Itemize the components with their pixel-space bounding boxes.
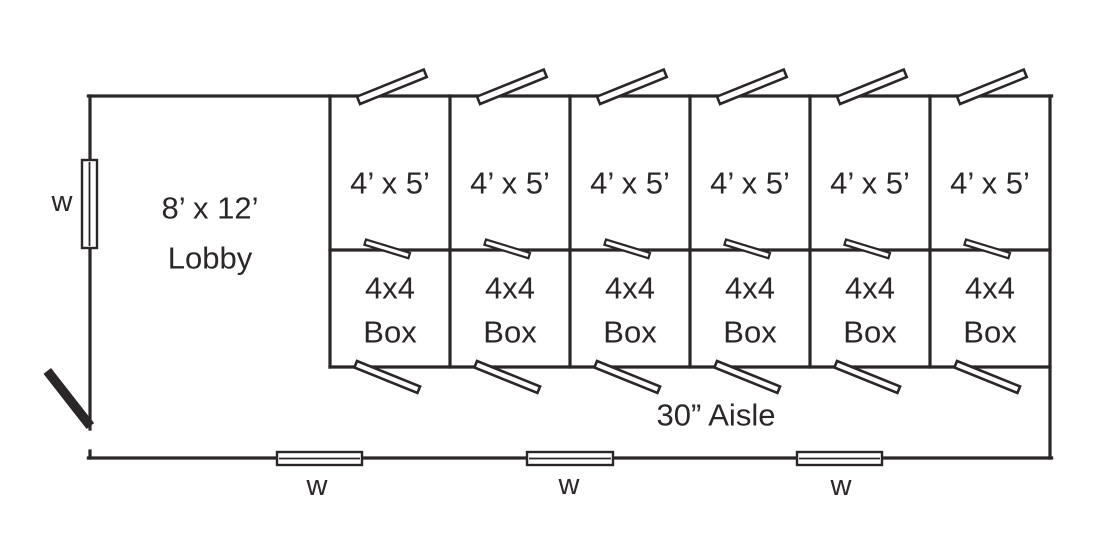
box-name-label: Box [363,315,417,350]
box-door-icon [723,238,772,260]
box-door-icon [363,238,412,260]
box-size-label: 4x4 [485,271,535,306]
aisle-label: 30” Aisle [657,398,776,433]
unit-size-label: 4’ x 5’ [710,166,790,201]
lobby-name-label: Lobby [168,241,253,276]
entry-door-icon [43,368,95,430]
box-aisle-door-icon [952,359,1022,395]
box-size-label: 4x4 [845,271,895,306]
box-aisle-door-icon [592,359,662,395]
box-size-label: 4x4 [965,271,1015,306]
box-name-label: Box [603,315,657,350]
window-symbol-bottom-3 [795,450,884,467]
box-name-label: Box [483,315,537,350]
box-aisle-door-icon [472,359,542,395]
box-aisle-door-icon [712,359,782,395]
unit-size-label: 4’ x 5’ [350,166,430,201]
box-door-icon [963,238,1012,260]
unit-size-label: 4’ x 5’ [950,166,1030,201]
window-label: w [558,469,581,501]
window-symbol-bottom-2 [525,450,615,467]
unit-door-icon [355,67,429,106]
unit-door-icon [595,67,669,106]
box-name-label: Box [843,315,897,350]
box-door-icon [843,238,892,260]
window-label: w [830,470,853,502]
box-name-label: Box [723,315,777,350]
lobby-size-label: 8’ x 12’ [161,191,258,226]
unit-size-label: 4’ x 5’ [830,166,910,201]
box-door-icon [603,238,652,260]
walls [86,94,1054,460]
box-size-label: 4x4 [605,271,655,306]
window-label: w [51,186,74,218]
window-symbol-bottom-1 [275,450,364,467]
box-aisle-door-icon [832,359,902,395]
unit-size-label: 4’ x 5’ [590,166,670,201]
box-size-label: 4x4 [725,271,775,306]
box-name-label: Box [963,315,1017,350]
unit-door-icon [475,67,549,106]
unit-door-icon [835,67,909,106]
box-size-label: 4x4 [365,271,415,306]
window-label: w [306,470,329,502]
unit-door-icon [955,67,1029,106]
unit-door-icon [715,67,789,106]
window-symbol-left [80,158,99,250]
box-aisle-door-icon [352,359,422,395]
unit-size-label: 4’ x 5’ [470,166,550,201]
box-door-icon [483,238,532,260]
